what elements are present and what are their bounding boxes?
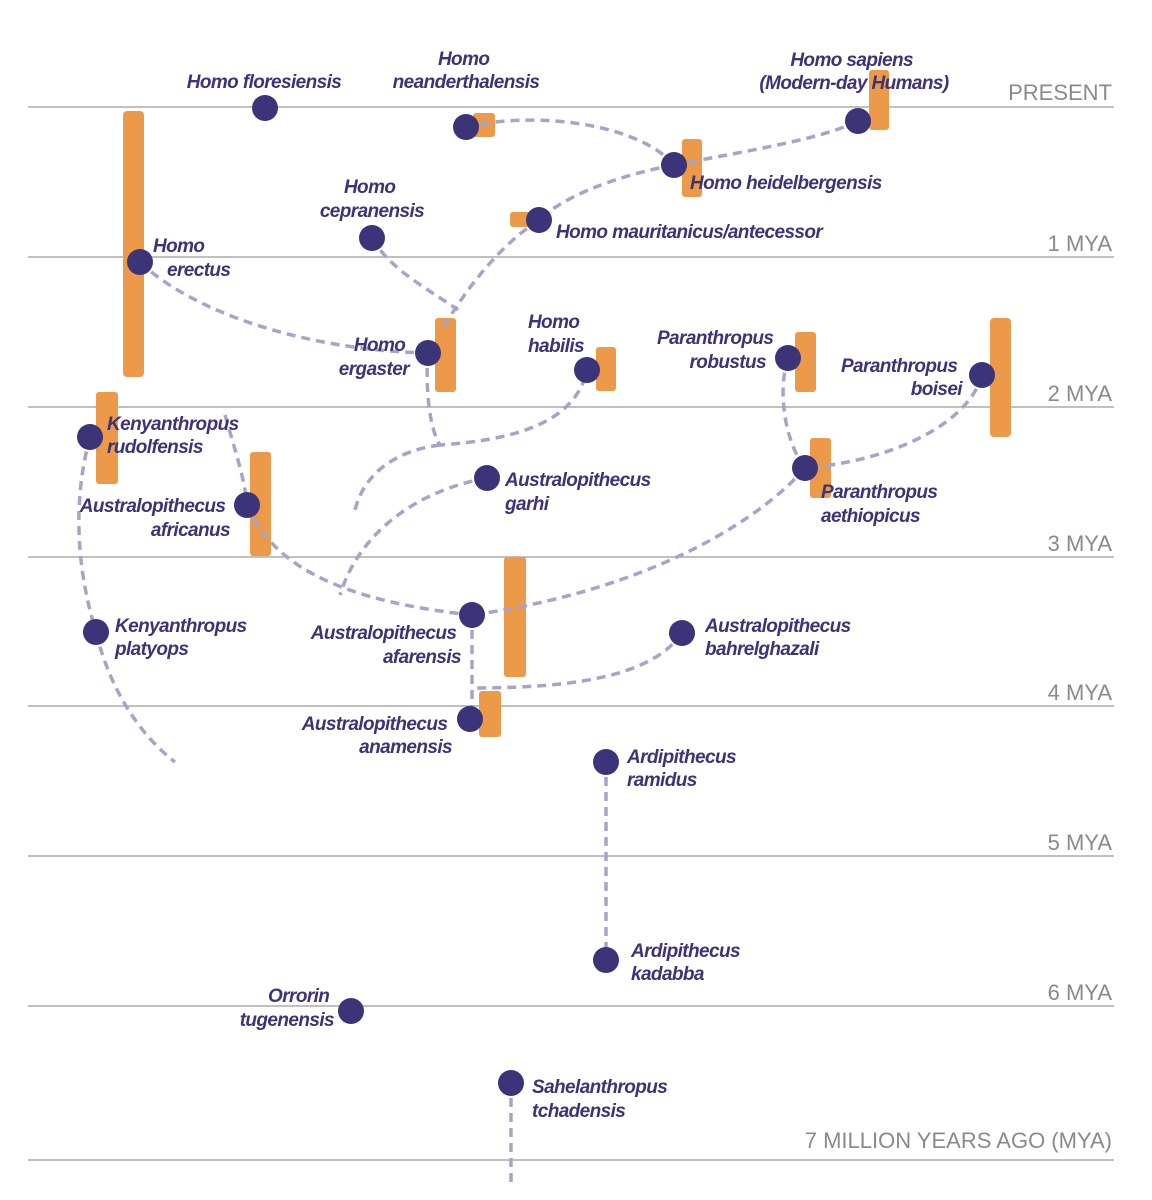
timeline-label-6mya: 6 MYA	[1048, 980, 1113, 1005]
lineage-heidelbergensis-mauritanicus	[537, 163, 675, 222]
species-labels: Homo floresiensis Homo neanderthalensis …	[79, 49, 964, 1122]
timeline-label-3mya: 3 MYA	[1048, 531, 1113, 556]
label-aethiopicus: Paranthropus aethiopicus	[821, 482, 942, 527]
timeline-labels: PRESENT 1 MYA 2 MYA 3 MYA 4 MYA 5 MYA 6 …	[805, 80, 1113, 1153]
node-robustus	[775, 345, 801, 371]
lineage-platyops-trail	[94, 631, 177, 764]
node-aethiopicus	[792, 455, 818, 481]
node-africanus	[234, 492, 260, 518]
lineage-mauritanicus-ergaster	[440, 218, 540, 331]
label-ergaster: Homo ergaster	[339, 335, 411, 380]
node-afarensis	[459, 602, 485, 628]
label-tugenensis: Orrorin tugenensis	[240, 986, 334, 1031]
label-anamensis: Australopithecus anamensis	[301, 714, 452, 758]
node-cepranensis	[359, 225, 385, 251]
lineage-bahrelghazali	[471, 632, 684, 690]
node-neanderthalensis	[453, 114, 479, 140]
timeline-label-4mya: 4 MYA	[1048, 680, 1113, 705]
node-tchadensis	[498, 1070, 524, 1096]
lineage-habilis-trail	[353, 443, 441, 511]
lineage-africanus-afarensis	[245, 504, 473, 617]
label-ramidus: Ardipithecus ramidus	[626, 747, 741, 791]
node-platyops	[83, 619, 109, 645]
node-rudolfensis	[77, 424, 103, 450]
range-bar-boisei	[990, 318, 1011, 437]
label-neanderthalensis: Homo neanderthalensis	[393, 49, 540, 93]
node-sapiens	[845, 108, 871, 134]
node-anamensis	[457, 706, 483, 732]
label-boisei: Paranthropus boisei	[841, 356, 963, 400]
lineage-rudolfensis-africanus	[223, 414, 249, 506]
range-bar-afarensis	[504, 557, 526, 677]
lineage-aethiopicus-afarensis	[471, 466, 807, 617]
timeline-label-1mya: 1 MYA	[1048, 231, 1113, 256]
label-bahrelghazali: Australopithecus bahrelghazali	[704, 616, 855, 660]
lineage-neanderthal-heidelbergensis	[465, 118, 676, 167]
label-platyops: Kenyanthropus platyops	[114, 616, 251, 660]
label-africanus: Australopithecus africanus	[79, 496, 230, 541]
node-ergaster	[415, 340, 441, 366]
label-rudolfensis: Kenyanthropus rudolfensis	[107, 414, 243, 458]
node-kadabba	[593, 947, 619, 973]
label-tchadensis: Sahelanthropus tchadensis	[532, 1077, 672, 1122]
range-bar-sapiens	[869, 70, 889, 130]
range-bar-africanus	[250, 452, 271, 556]
node-mauritanicus	[526, 207, 552, 233]
lineage-erectus-ergaster	[138, 260, 429, 355]
range-bar-habilis	[596, 347, 616, 391]
timeline-grid	[28, 106, 1114, 1161]
range-bar-erectus	[123, 111, 144, 377]
range-bar-robustus	[795, 332, 816, 392]
node-heidelbergensis	[661, 152, 687, 178]
lineage-cepranensis-ergaster	[370, 237, 460, 312]
label-sapiens: Homo sapiens (Modern-day Humans)	[759, 50, 948, 94]
label-cepranensis: Homo cepranensis	[320, 177, 424, 222]
label-floresiensis: Homo floresiensis	[187, 72, 342, 93]
node-floresiensis	[252, 95, 278, 121]
label-heidelbergensis: Homo heidelbergensis	[690, 173, 882, 194]
label-mauritanicus: Homo mauritanicus/antecessor	[556, 222, 824, 243]
node-ramidus	[593, 749, 619, 775]
lineage-connections	[77, 108, 984, 1185]
timeline-label-present: PRESENT	[1008, 80, 1112, 105]
node-erectus	[127, 249, 153, 275]
label-habilis: Homo habilis	[528, 312, 584, 357]
species-nodes	[77, 95, 995, 1096]
label-kadabba: Ardipithecus kadabba	[630, 941, 745, 985]
lineage-boisei-aethiopicus	[804, 374, 984, 470]
node-tugenensis	[338, 998, 364, 1024]
range-bar-rudolfensis	[96, 392, 118, 484]
node-boisei	[969, 362, 995, 388]
lineage-ergaster-habilis	[425, 352, 589, 447]
timeline-label-5mya: 5 MYA	[1048, 830, 1113, 855]
node-bahrelghazali	[669, 620, 695, 646]
node-habilis	[574, 357, 600, 383]
lineage-garhi-trail	[338, 476, 488, 596]
label-erectus: Homo erectus	[153, 236, 230, 281]
lineage-sapiens-heidelbergensis	[673, 119, 859, 167]
timeline-label-7mya: 7 MILLION YEARS AGO (MYA)	[805, 1128, 1112, 1153]
lineage-rudolfensis-platyops	[77, 436, 98, 633]
range-bar-heidelbergensis	[682, 139, 702, 197]
label-garhi: Australopithecus garhi	[504, 470, 655, 515]
timeline-label-2mya: 2 MYA	[1048, 381, 1113, 406]
range-bar-ergaster	[435, 318, 456, 392]
label-afarensis: Australopithecus afarensis	[310, 623, 461, 668]
node-garhi	[474, 465, 500, 491]
label-robustus: Paranthropus robustus	[657, 328, 778, 373]
range-bar-anamensis	[479, 691, 501, 737]
